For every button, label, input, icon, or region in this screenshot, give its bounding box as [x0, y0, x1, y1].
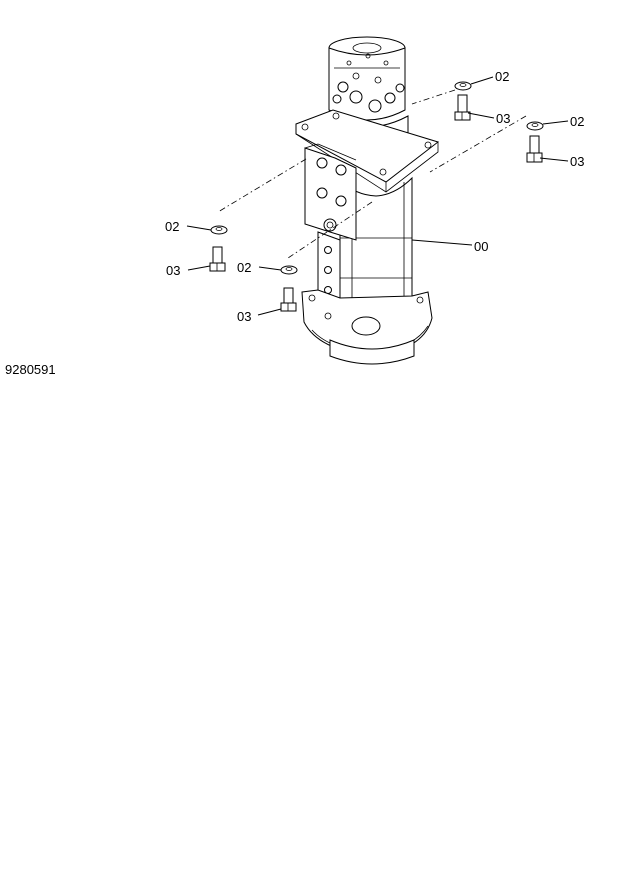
washer-top-right [454, 81, 472, 91]
bolt-left-upper [209, 246, 226, 272]
callout-label-00: 00 [474, 239, 488, 254]
callout-label-03: 03 [570, 154, 584, 169]
washer-far-right [526, 121, 544, 131]
washer-left-lower [280, 265, 298, 275]
bolt-left-lower [280, 287, 297, 312]
figure-number: 9280591 [5, 362, 56, 377]
callout-label-02: 02 [495, 69, 509, 84]
bolt-far-right [526, 135, 543, 163]
alignment-lines [217, 89, 527, 259]
callout-label-03: 03 [166, 263, 180, 278]
callout-label-02: 02 [165, 219, 179, 234]
callout-label-02: 02 [237, 260, 251, 275]
callout-labels: 02 03 02 03 02 03 02 03 00 [165, 69, 584, 324]
washer-left-upper [210, 225, 228, 235]
callout-label-02: 02 [570, 114, 584, 129]
callout-label-03: 03 [496, 111, 510, 126]
center-joint-assembly [295, 36, 440, 365]
leader-lines [186, 76, 569, 316]
bolt-top-right [454, 94, 471, 121]
callout-label-03: 03 [237, 309, 251, 324]
